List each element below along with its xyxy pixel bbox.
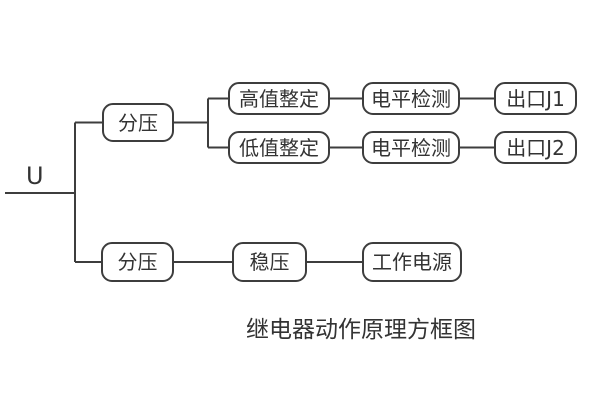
node-voltage-divider-bottom: 分压 (101, 242, 174, 282)
input-voltage-label: U (26, 162, 44, 190)
node-voltage-divider-top: 分压 (102, 103, 174, 142)
node-working-power: 工作电源 (362, 242, 462, 282)
node-output-j1: 出口J1 (494, 82, 577, 115)
node-high-value-setting: 高值整定 (228, 82, 330, 115)
node-level-detection-2: 电平检测 (362, 131, 460, 164)
node-output-j2: 出口J2 (494, 131, 577, 164)
node-voltage-regulator: 稳压 (232, 242, 307, 282)
node-low-value-setting: 低值整定 (228, 131, 330, 164)
diagram-caption: 继电器动作原理方框图 (246, 317, 476, 343)
node-level-detection-1: 电平检测 (362, 82, 460, 115)
